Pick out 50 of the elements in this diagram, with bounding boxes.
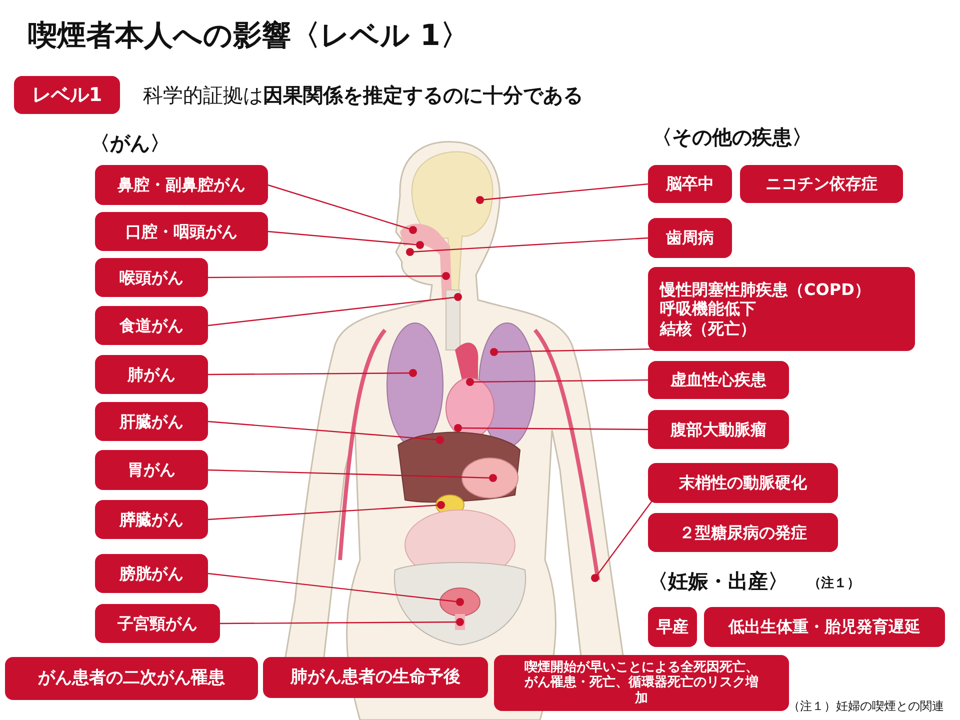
leader-line (591, 500, 652, 582)
disease-label: 早産 (648, 607, 697, 647)
disease-label: 口腔・咽頭がん (95, 212, 268, 251)
disease-label: 結核（死亡） (660, 318, 756, 338)
disease-label: 子宮頸がん (95, 604, 220, 643)
disease-label: 喫煙開始が早いことによる全死因死亡、がん罹患・死亡、循環器死亡のリスク増加 (494, 655, 789, 711)
page-title: 喫煙者本人への影響〈レベル 1〉 (28, 17, 470, 54)
disease-label: 肺がん (95, 355, 208, 394)
disease-label: 肺がん患者の生命予後 (263, 657, 488, 698)
disease-label: 末梢性の動脈硬化 (648, 463, 838, 503)
leader-line (208, 501, 445, 520)
leader-line (490, 348, 652, 356)
disease-label: 食道がん (95, 306, 208, 345)
section-heading: 〈その他の疾患〉 (652, 124, 812, 151)
leader-line (406, 237, 648, 256)
disease-label: 肝臓がん (95, 402, 208, 441)
leader-line (268, 184, 417, 234)
leader-line (208, 420, 444, 444)
leader-line (208, 572, 464, 606)
disease-label: 胃がん (95, 450, 208, 490)
section-heading: 〈がん〉 (90, 130, 170, 157)
disease-label: 虚血性心疾患 (648, 361, 789, 399)
disease-label: 慢性閉塞性肺疾患（COPD） (660, 280, 870, 300)
leader-line (268, 230, 424, 249)
leader-line (454, 424, 648, 432)
disease-label: 低出生体重・胎児発育遅延 (704, 607, 945, 647)
disease-label: 呼吸機能低下 (660, 299, 756, 319)
leader-line (476, 183, 648, 204)
leader-line (208, 369, 417, 377)
disease-label: 腹部大動脈瘤 (648, 410, 789, 449)
disease-box (648, 267, 915, 351)
footnote-mark: （注１） (808, 574, 860, 592)
disease-label: 歯周病 (648, 218, 732, 258)
leader-line (220, 618, 464, 626)
level-badge: レベル1 (14, 76, 120, 114)
disease-label: 喉頭がん (95, 258, 208, 297)
disease-label: 膀胱がん (95, 554, 208, 593)
leader-line (466, 378, 648, 386)
disease-label: ニコチン依存症 (740, 165, 903, 203)
leader-line (208, 272, 450, 280)
disease-label: ２型糖尿病の発症 (648, 513, 838, 552)
statement-text: 科学的証拠は因果関係を推定するのに十分である (143, 82, 583, 109)
footnote-text: （注１）妊婦の喫煙との関連 (788, 698, 944, 715)
disease-label: 脳卒中 (648, 165, 732, 203)
leader-line (208, 293, 462, 326)
section-heading: 〈妊娠・出産〉 (648, 568, 788, 595)
disease-label: 鼻腔・副鼻腔がん (95, 165, 268, 205)
disease-label: 膵臓がん (95, 500, 208, 539)
disease-label: がん患者の二次がん罹患 (5, 657, 258, 700)
leader-line (208, 469, 497, 482)
